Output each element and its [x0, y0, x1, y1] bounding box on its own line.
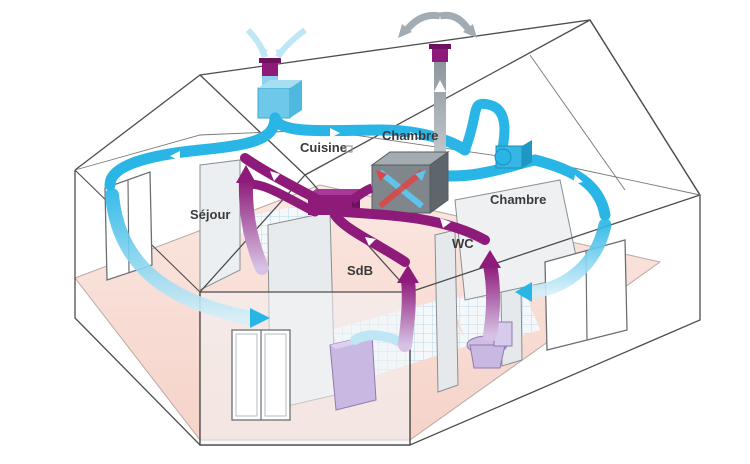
partition-wall-sejour	[199, 159, 241, 291]
fresh-air-flow-sejour	[105, 188, 257, 325]
back-gable-edge	[589, 19, 701, 196]
room-label-chambre-top: Chambre	[382, 128, 438, 143]
stale-flow-direction-arrows	[270, 171, 451, 246]
stale-air-flow-wc	[483, 258, 500, 342]
kitchen-vent-grille-icon	[345, 145, 353, 153]
roof-edge-left	[199, 74, 306, 176]
fresh-air-flow-chambre	[523, 218, 612, 299]
crossflow-heat-recovery-unit-icon	[370, 151, 450, 214]
stale-air-duct-to-unit	[349, 183, 374, 204]
stale-air-duct-wc	[340, 207, 490, 245]
arrow-head	[397, 265, 419, 283]
supply-fan-icon	[494, 140, 532, 169]
arrow-head	[515, 282, 532, 302]
stale-air-duct-sdb	[330, 210, 410, 267]
eave-right	[409, 194, 701, 293]
stale-air-duct-cuisine	[240, 153, 320, 203]
bathtub	[329, 334, 378, 411]
roof-intake-cap-icon	[245, 27, 307, 76]
arrow-head	[250, 308, 270, 328]
fresh-air-duct-loop	[460, 98, 510, 163]
window-front	[231, 329, 291, 421]
arrow-head	[236, 165, 256, 183]
back-gable-inner	[529, 54, 626, 191]
arrow-head	[434, 80, 446, 92]
room-label-chambre-right: Chambre	[490, 192, 546, 207]
fresh-air-duct-top	[269, 112, 471, 156]
roof-exhaust-cap-icon	[398, 11, 477, 62]
partition-wall-bath-right	[434, 229, 459, 393]
arrow-head	[479, 250, 501, 268]
room-label-cuisine: Cuisine	[300, 140, 347, 155]
stale-air-flow-sdb	[398, 273, 416, 352]
intake-fan-icon	[257, 80, 302, 119]
stale-air-flow-sejour	[238, 173, 269, 275]
room-label-wc: WC	[452, 236, 474, 251]
exhaust-riser-duct	[434, 62, 446, 167]
house-outline	[74, 19, 701, 446]
fresh-air-duct-right	[424, 154, 611, 221]
room-label-sdb: SdB	[347, 263, 373, 278]
room-label-sejour: Séjour	[190, 207, 230, 222]
flow-direction-arrows	[170, 128, 583, 192]
fresh-air-main-duct	[104, 112, 281, 191]
